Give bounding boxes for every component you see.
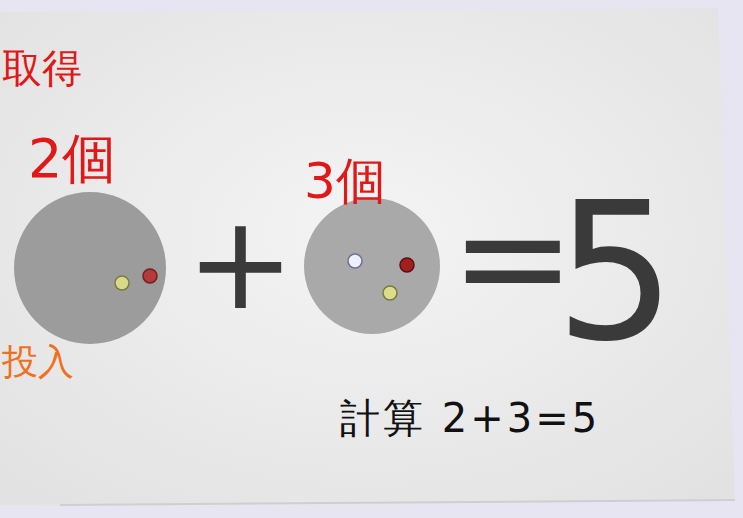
plus-sign: + (186, 198, 295, 328)
calculation-caption: 計算 2+3=5 (340, 398, 600, 438)
yellow-bead (383, 286, 397, 300)
white-bead (348, 254, 362, 268)
red-bead (143, 269, 157, 283)
overlay-note: 取得 (2, 48, 82, 88)
overlay-note: 投入 (2, 344, 74, 380)
count-label: 3個 (304, 156, 386, 206)
red-bead (400, 258, 414, 272)
count-label: 2個 (28, 132, 116, 186)
yellow-bead (115, 276, 129, 290)
left-tray-circle (14, 192, 166, 344)
paper-edge (60, 500, 735, 505)
result-number: 5 (555, 178, 676, 368)
right-tray-circle (304, 198, 440, 334)
paper-sheet (0, 8, 735, 505)
